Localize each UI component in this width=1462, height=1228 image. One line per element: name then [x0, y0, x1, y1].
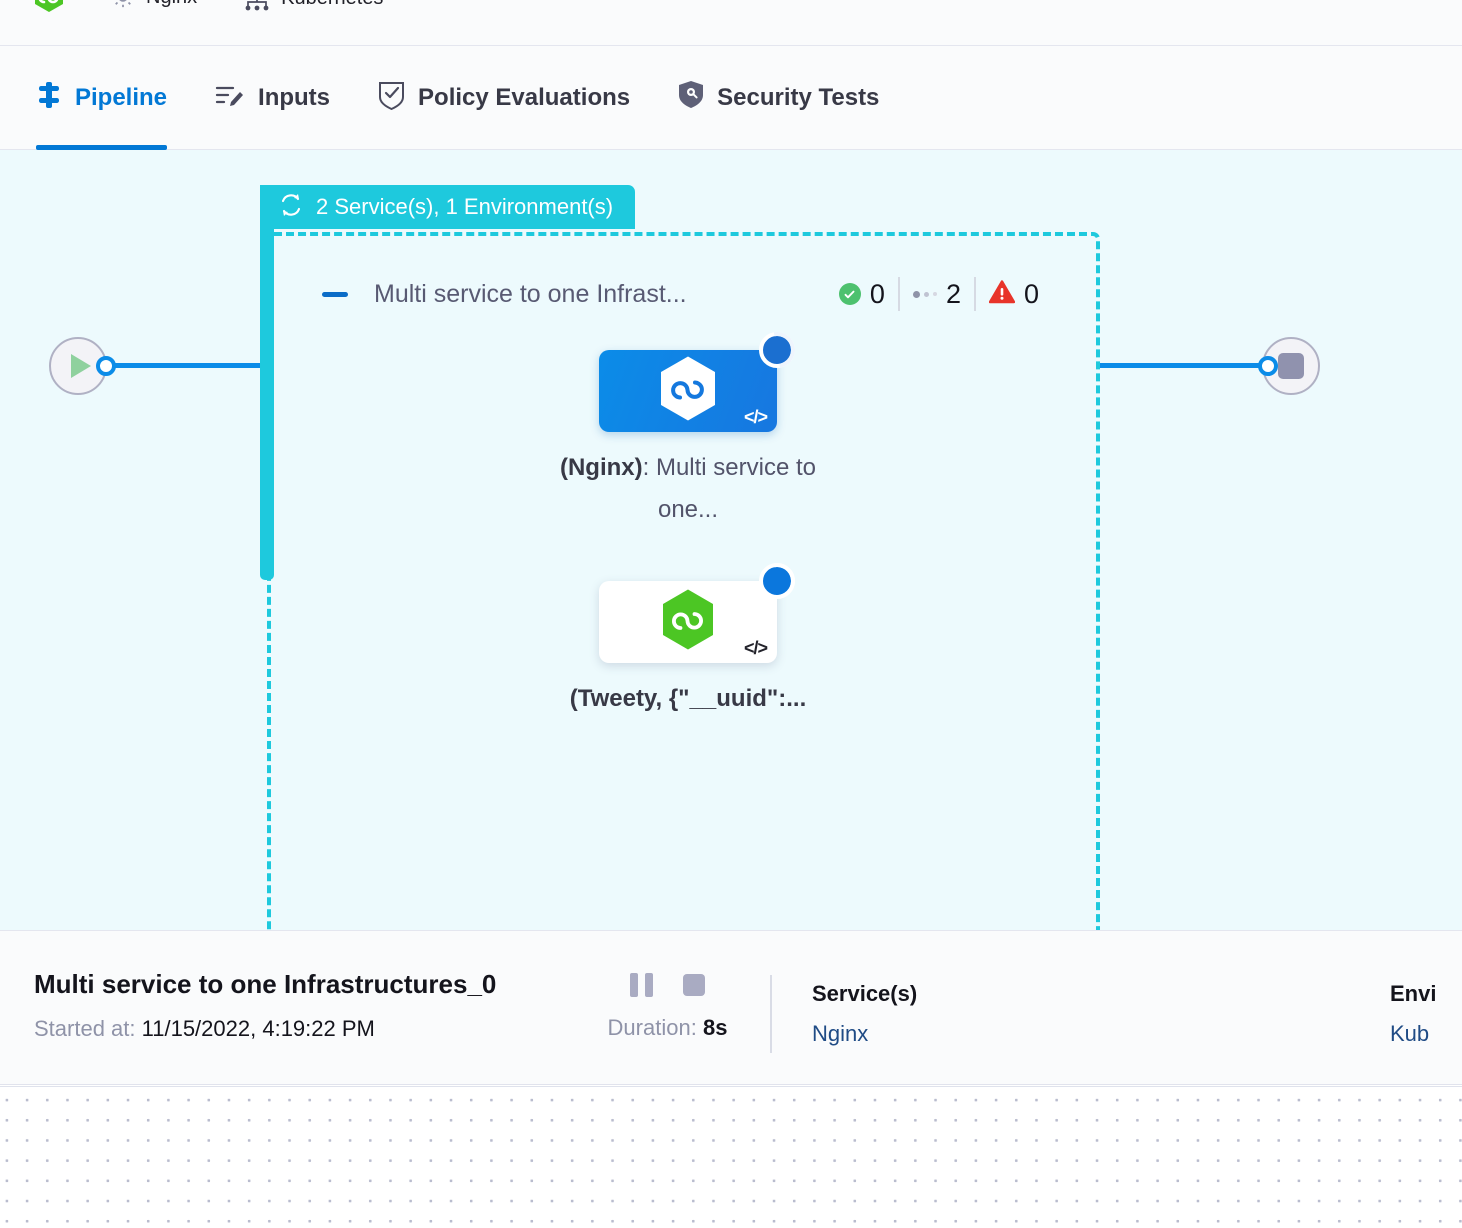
- inputs-icon: [215, 82, 245, 113]
- detail-services-value[interactable]: Nginx: [812, 1021, 869, 1046]
- detail-divider: [770, 975, 772, 1053]
- collapse-minus-icon[interactable]: [322, 291, 348, 297]
- execution-tabs: Pipeline Inputs Policy Evaluations Secur…: [0, 46, 1462, 150]
- start-port[interactable]: [96, 356, 116, 376]
- pipeline-icon: [36, 81, 62, 114]
- tab-pipeline-label: Pipeline: [75, 83, 168, 111]
- tweety-service-node[interactable]: </>: [599, 563, 795, 663]
- pause-icon[interactable]: [630, 973, 653, 997]
- warning-triangle-icon: [988, 279, 1016, 309]
- nginx-service-caption: (Nginx): Multi service to one...: [558, 447, 818, 531]
- stage-counters: 0 2 0: [826, 277, 1052, 311]
- breadcrumb: Nginx Kubernetes: [0, 0, 1462, 46]
- nginx-service-node[interactable]: </>: [599, 332, 795, 432]
- tab-inputs[interactable]: Inputs: [191, 46, 354, 150]
- counter-failed: 0: [976, 277, 1052, 311]
- tweety-service-caption-bold: (Tweety, {"__uuid":...: [569, 685, 807, 712]
- detail-started-label: Started at:: [34, 1016, 136, 1041]
- stage-title: Multi service to one Infrast...: [374, 279, 687, 308]
- play-icon: [71, 354, 91, 378]
- detail-environments-heading: Envi: [1390, 981, 1437, 1006]
- detail-duration-value: 8s: [702, 1015, 728, 1040]
- breadcrumb-item-project[interactable]: [34, 0, 64, 18]
- running-spinner-icon: [759, 332, 795, 368]
- breadcrumb-item-environment[interactable]: Kubernetes: [243, 0, 383, 12]
- harness-hexagon-logo-white-icon: [657, 355, 719, 428]
- tab-inputs-label: Inputs: [258, 83, 331, 111]
- dots-icon: [912, 290, 937, 298]
- group-badge-label: 2 Service(s), 1 Environment(s): [316, 194, 614, 219]
- running-spinner-icon: [759, 563, 795, 599]
- end-port[interactable]: [1258, 356, 1278, 376]
- tweety-service-caption: (Tweety, {"__uuid":...: [558, 678, 818, 720]
- tab-security-tests-label: Security Tests: [717, 83, 880, 111]
- detail-title: Multi service to one Infrastructures_0: [34, 969, 497, 999]
- counter-running-value: 2: [945, 278, 961, 309]
- counter-success-value: 0: [869, 278, 885, 309]
- breadcrumb-environment-label: Kubernetes: [281, 0, 383, 10]
- tab-pipeline[interactable]: Pipeline: [36, 46, 191, 150]
- nginx-service-caption-bold: (Nginx): [559, 454, 643, 481]
- stop-icon[interactable]: [683, 974, 705, 996]
- control-buttons: [565, 971, 770, 999]
- breadcrumb-service-label: Nginx: [146, 0, 197, 9]
- detail-services-heading: Service(s): [812, 981, 918, 1006]
- tab-policy-evaluations[interactable]: Policy Evaluations: [354, 46, 654, 150]
- detail-environments-value[interactable]: Kub: [1390, 1021, 1430, 1046]
- detail-column-environments: Envi Kub: [1390, 931, 1462, 1047]
- group-badge[interactable]: 2 Service(s), 1 Environment(s): [260, 185, 636, 229]
- code-icon: </>: [743, 638, 768, 658]
- kubernetes-icon: [243, 0, 271, 12]
- gear-icon: [110, 0, 136, 10]
- detail-left: Multi service to one Infrastructures_0 S…: [0, 931, 565, 1042]
- security-shield-icon: [678, 80, 704, 115]
- stop-icon: [1278, 353, 1304, 379]
- pipeline-canvas[interactable]: 2 Service(s), 1 Environment(s) Multi ser…: [0, 150, 1462, 930]
- pipeline-end-node[interactable]: [1262, 337, 1320, 395]
- counter-success: 0: [826, 277, 900, 311]
- detail-duration: Duration: 8s: [565, 1015, 770, 1041]
- harness-hexagon-logo-icon: [34, 0, 64, 18]
- detail-column-services: Service(s) Nginx: [772, 931, 917, 1047]
- connector-start-to-group: [112, 363, 270, 368]
- detail-controls: Duration: 8s: [565, 931, 770, 1041]
- detail-duration-label: Duration:: [607, 1015, 697, 1040]
- harness-hexagon-logo-green-icon: [659, 588, 717, 657]
- nginx-service-caption-rest: : Multi service to one...: [642, 454, 817, 523]
- tab-policy-evaluations-label: Policy Evaluations: [418, 83, 631, 111]
- counter-failed-value: 0: [1023, 278, 1039, 309]
- tab-security-tests[interactable]: Security Tests: [654, 46, 903, 150]
- group-container: [267, 232, 1100, 930]
- loop-rotate-icon: [278, 192, 304, 223]
- detail-started-at: Started at: 11/15/2022, 4:19:22 PM: [34, 1016, 565, 1042]
- execution-detail-panel: Multi service to one Infrastructures_0 S…: [0, 930, 1462, 1085]
- policy-shield-check-icon: [378, 80, 405, 115]
- detail-started-value: 11/15/2022, 4:19:22 PM: [141, 1016, 375, 1041]
- dot-grid-canvas[interactable]: [0, 1086, 1462, 1228]
- counter-running: 2: [900, 277, 976, 311]
- check-circle-icon: [838, 283, 861, 305]
- code-icon: </>: [743, 407, 768, 427]
- stage-header: Multi service to one Infrast... 0 2: [322, 274, 1052, 314]
- connector-group-to-end: [1098, 363, 1268, 368]
- breadcrumb-item-service[interactable]: Nginx: [110, 0, 197, 10]
